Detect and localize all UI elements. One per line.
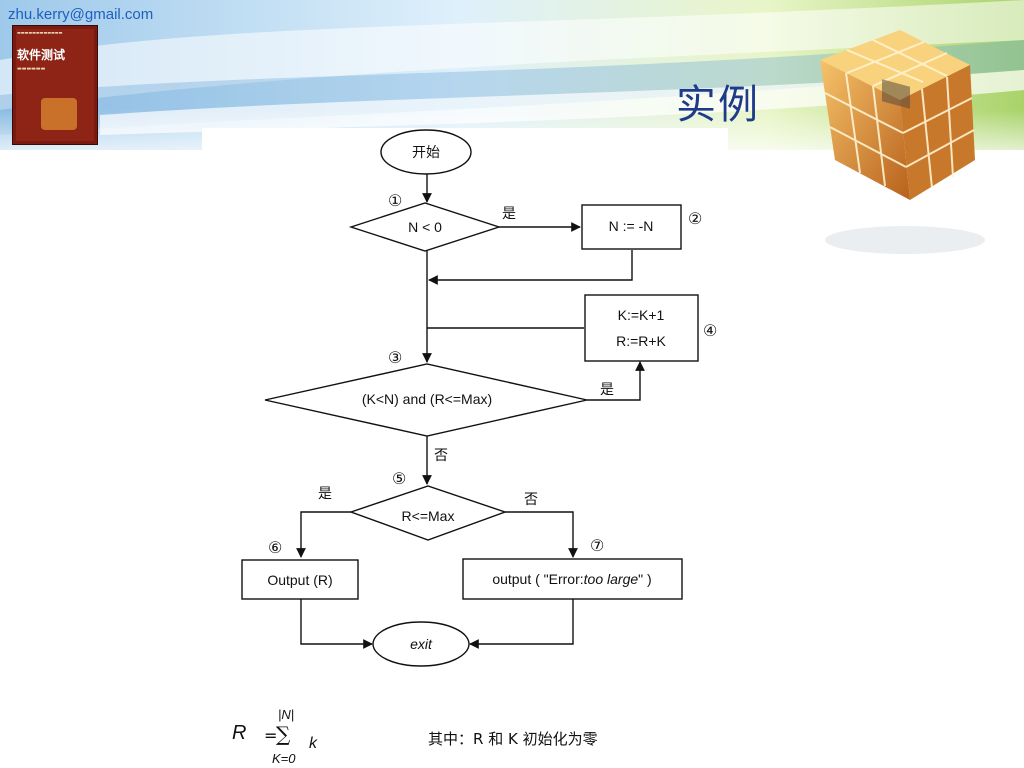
marker-7: ⑦ bbox=[590, 538, 604, 555]
author-email: zhu.kerry@gmail.com bbox=[8, 6, 154, 23]
formula-sum-symbol: ∑ bbox=[276, 722, 291, 746]
edge-cond5-error bbox=[505, 511, 578, 558]
marker-1: ① bbox=[388, 193, 402, 210]
node-cond1-shape bbox=[348, 202, 502, 252]
node-negate-shape bbox=[581, 204, 682, 250]
marker-4: ④ bbox=[703, 323, 717, 340]
output-err-suffix: " ) bbox=[638, 571, 652, 587]
edge-label-cond3-no: 否 bbox=[434, 447, 448, 463]
marker-5: ⑤ bbox=[392, 471, 406, 488]
node-output-r-label: Output (R) bbox=[267, 572, 332, 588]
node-negate-label: N := -N bbox=[609, 218, 654, 234]
node-output-err-label: output ( "Error:too large" ) bbox=[492, 571, 651, 587]
edge-output-exit bbox=[300, 599, 373, 649]
formula-lhs: R bbox=[232, 722, 247, 744]
edge-negate-back bbox=[428, 250, 633, 285]
formula-upper-bound: |N| bbox=[278, 707, 295, 722]
node-start-shape bbox=[380, 129, 472, 175]
edge-cond3-increment bbox=[587, 361, 645, 401]
edge-error-exit bbox=[469, 599, 574, 649]
marker-2: ② bbox=[688, 211, 702, 228]
edge-label-cond1-yes: 是 bbox=[502, 205, 516, 221]
node-output-err-shape bbox=[462, 558, 683, 600]
edge-label-cond3-yes: 是 bbox=[600, 381, 614, 397]
node-cond3-label: (K<N) and (R<=Max) bbox=[362, 391, 492, 407]
book-subtitle-line: ▬▬▬▬▬▬ bbox=[17, 66, 46, 72]
marker-6: ⑥ bbox=[268, 540, 282, 557]
node-increment-label-2: R:=R+K bbox=[616, 333, 666, 349]
formula-equals: = bbox=[264, 726, 278, 745]
slide-title: 实例 bbox=[676, 82, 760, 128]
book-cover-picture bbox=[41, 98, 77, 130]
node-cond5-label: R<=Max bbox=[402, 508, 455, 524]
marker-3: ③ bbox=[388, 350, 402, 367]
book-title: 软件测试 bbox=[17, 48, 66, 62]
node-cond3-shape bbox=[264, 363, 588, 437]
book-series-line: ▬▬▬▬▬▬▬▬▬▬▬▬ bbox=[17, 30, 63, 35]
book-cover-image: ▬▬▬▬▬▬▬▬▬▬▬▬ 软件测试 ▬▬▬▬▬▬ bbox=[12, 25, 98, 145]
output-err-prefix: output ( "Error: bbox=[492, 571, 583, 587]
node-cond1-label: N < 0 bbox=[408, 219, 442, 235]
node-increment-label-1: K:=K+1 bbox=[618, 307, 665, 323]
node-exit-label: exit bbox=[410, 636, 433, 652]
output-err-italic: too large bbox=[584, 571, 639, 587]
node-cond5-shape bbox=[348, 485, 508, 541]
edge-cond5-output bbox=[296, 511, 351, 558]
node-start-label: 开始 bbox=[412, 144, 440, 160]
cube-decoration bbox=[820, 30, 975, 200]
node-exit-shape bbox=[372, 621, 470, 667]
edge-label-cond5-yes: 是 bbox=[318, 485, 332, 501]
formula-term: k bbox=[309, 735, 317, 752]
initialization-note: 其中：R 和 K 初始化为零 bbox=[428, 730, 598, 748]
formula-lower-bound: K=0 bbox=[272, 751, 296, 766]
node-output-r-shape bbox=[241, 559, 359, 600]
node-increment-shape bbox=[584, 294, 699, 362]
edge-label-cond5-no: 否 bbox=[524, 491, 538, 507]
